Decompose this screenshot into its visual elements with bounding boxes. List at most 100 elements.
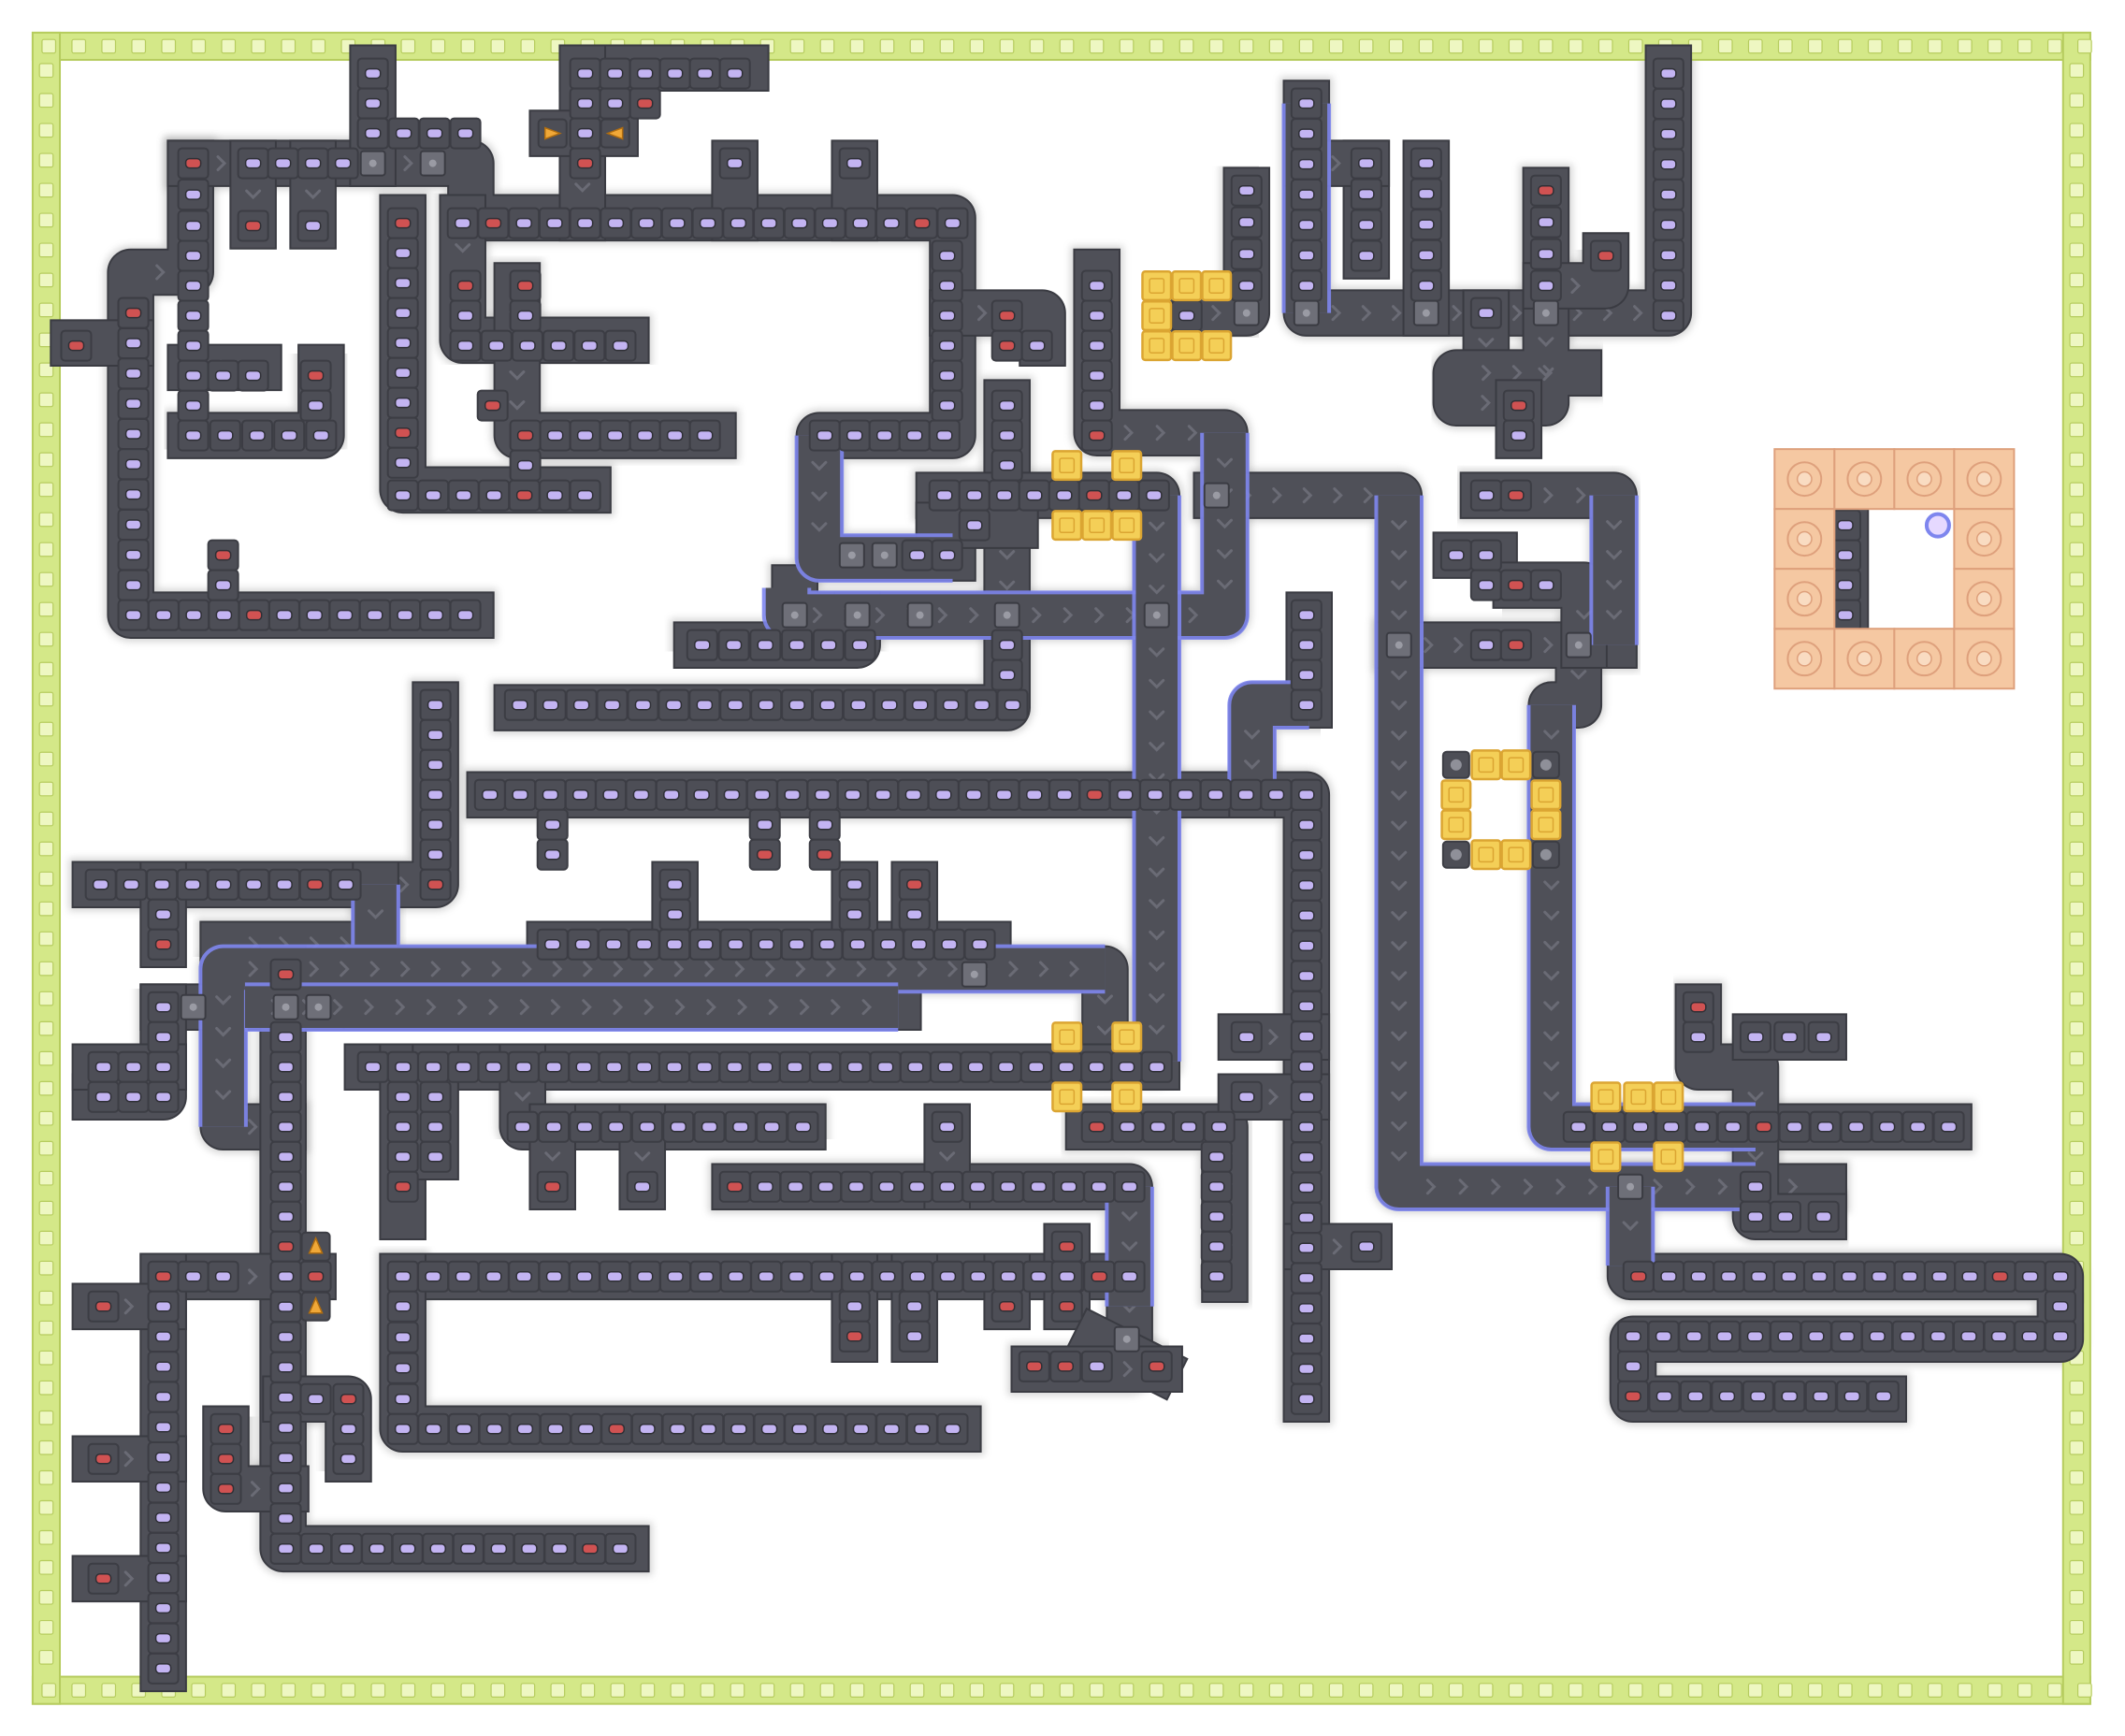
purple-pip — [124, 1091, 142, 1103]
purple-pip — [938, 340, 956, 352]
purple-pip — [2021, 1331, 2038, 1342]
red-pip — [154, 1271, 172, 1282]
purple-pip — [155, 609, 172, 621]
gold-plate-icon — [1141, 270, 1173, 302]
crate-hub — [1975, 530, 1992, 547]
wall-stud — [1747, 38, 1763, 54]
purple-pip — [123, 879, 140, 890]
wall-stud — [1987, 38, 2002, 54]
wall-stud — [520, 1683, 536, 1698]
red-pip — [245, 609, 263, 621]
purple-pip — [124, 579, 142, 591]
purple-pip — [634, 1181, 651, 1193]
purple-pip — [1878, 1121, 1896, 1133]
chevron-belt-icon — [1717, 1179, 1728, 1195]
purple-pip — [667, 1271, 684, 1282]
purple-pip — [669, 1424, 687, 1435]
crate-hub — [1796, 650, 1813, 667]
purple-pip — [730, 217, 747, 229]
purple-pip — [394, 367, 412, 379]
wall-stud — [1478, 38, 1494, 54]
junction-pin — [1541, 309, 1550, 317]
purple-pip — [490, 1543, 508, 1555]
chevron-belt-icon — [1391, 790, 1408, 802]
junction-pin — [1212, 491, 1221, 499]
chevron-belt-icon — [1149, 742, 1165, 752]
purple-pip — [249, 429, 266, 441]
chevron-belt-icon — [1391, 971, 1408, 981]
purple-pip — [606, 1271, 624, 1282]
wall-stud — [550, 1683, 566, 1698]
chevron-belt-icon — [1149, 710, 1165, 721]
red-pip — [1597, 250, 1614, 262]
chevron-belt-icon — [1543, 1061, 1560, 1072]
chevron-belt-icon — [123, 1298, 135, 1315]
purple-pip — [124, 428, 142, 440]
purple-pip — [1538, 248, 1554, 260]
chevron-belt-icon — [544, 1151, 561, 1162]
purple-pip — [277, 1453, 295, 1464]
player-marker-icon[interactable] — [1924, 512, 1951, 539]
purple-pip — [551, 1543, 569, 1555]
purple-pip — [364, 97, 382, 109]
gold-plate-inset — [1178, 278, 1195, 294]
purple-pip — [425, 489, 441, 501]
wall-stud — [1508, 1683, 1524, 1698]
wall-stud — [2069, 1559, 2085, 1575]
chevron-belt-icon — [1268, 1029, 1279, 1046]
purple-pip — [456, 340, 474, 352]
purple-pip — [1298, 219, 1315, 231]
crate-ring — [1846, 641, 1883, 677]
chevron-belt-icon — [1331, 305, 1342, 322]
chevron-belt-icon — [400, 961, 411, 977]
purple-pip — [1238, 248, 1255, 260]
chevron-belt-icon — [333, 999, 343, 1016]
purple-pip — [1267, 788, 1285, 801]
gold-plate-inset — [1660, 1089, 1677, 1106]
wall-stud — [2069, 1619, 2085, 1635]
chevron-belt-icon — [519, 999, 530, 1016]
purple-pip — [757, 639, 774, 651]
purple-pip — [906, 909, 923, 920]
wall-stud — [38, 63, 54, 79]
chevron-belt-icon — [768, 999, 779, 1016]
purple-pip — [696, 1061, 713, 1073]
chevron-belt-icon — [826, 961, 836, 977]
gold-plate-icon — [1653, 1141, 1684, 1173]
wall-stud — [789, 1683, 805, 1698]
purple-pip — [277, 1181, 295, 1193]
wall-stud — [38, 841, 54, 857]
red-pip — [998, 310, 1016, 322]
red-pip — [94, 1454, 112, 1465]
wall-stud — [700, 1683, 716, 1698]
purple-pip — [1781, 1271, 1798, 1282]
purple-pip — [124, 398, 142, 410]
wall-stud — [610, 1683, 626, 1698]
gold-plate-icon — [1111, 510, 1143, 542]
chevron-belt-icon — [1570, 278, 1582, 295]
purple-pip — [1660, 128, 1677, 140]
chevron-belt-icon — [947, 961, 959, 977]
chevron-belt-icon — [1149, 836, 1165, 846]
purple-pip — [1358, 157, 1375, 169]
purple-pip — [1901, 1271, 1918, 1282]
purple-pip — [184, 250, 202, 262]
purple-pip — [542, 788, 559, 801]
wall-stud — [1298, 1683, 1314, 1698]
purple-pip — [1358, 250, 1375, 262]
purple-pip — [398, 1543, 416, 1555]
purple-pip — [1004, 699, 1021, 711]
purple-pip — [666, 1061, 683, 1073]
chevron-belt-icon — [861, 999, 873, 1016]
chevron-belt-icon — [1121, 1211, 1138, 1222]
red-pip — [1088, 1121, 1106, 1133]
wall-stud — [2069, 512, 2085, 528]
red-pip — [67, 340, 85, 352]
wall-stud — [2069, 422, 2085, 438]
wall-stud — [38, 1170, 54, 1186]
chevron-belt-icon — [1538, 337, 1554, 347]
chevron-belt-icon — [1217, 518, 1233, 529]
wall-stud — [2069, 242, 2085, 258]
chevron-belt-icon — [1391, 941, 1408, 951]
